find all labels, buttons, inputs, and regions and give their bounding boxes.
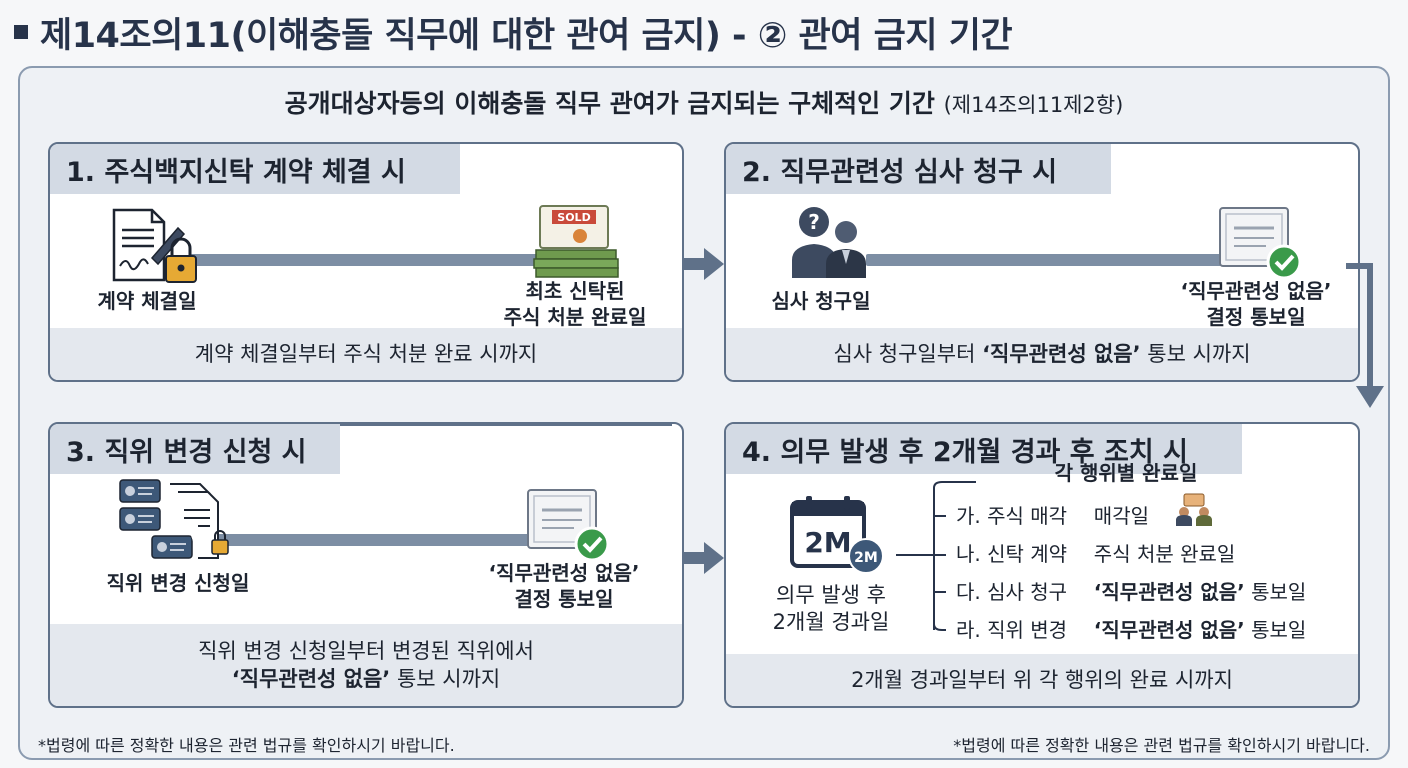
list-item-date-emphasis: ‘직무관련성 없음’ [1093, 580, 1245, 604]
list-item-act: 라. 직위 변경 [956, 618, 1068, 642]
card-heading-rule [340, 424, 672, 426]
list-item-act: 다. 심사 청구 [956, 580, 1068, 604]
subtitle-text: 공개대상자등의 이해충돌 직무 관여가 금지되는 구체적인 기간 [284, 89, 935, 118]
timeline-bar [866, 254, 1266, 266]
end-date-label-line1: 최초 신탁된 [525, 279, 625, 303]
card-heading-text: 1. 주식백지신탁 계약 체결 시 [66, 156, 406, 188]
footnote-right: *법령에 따른 정확한 내용은 관련 법규를 확인하시기 바랍니다. [953, 736, 1370, 755]
end-date-label: ‘직무관련성 없음’ 결정 통보일 [1156, 278, 1356, 330]
calendar-2m-icon: 2M 2M [790, 496, 884, 574]
summary-emphasis: ‘직무관련성 없음’ [982, 341, 1141, 366]
branch-bracket [896, 481, 976, 631]
card-summary: 2개월 경과일부터 위 각 행위의 완료 시까지 [726, 654, 1358, 706]
sold-money-icon: SOLD [533, 205, 619, 278]
summary-prefix: 심사 청구일부터 [833, 341, 983, 366]
badge-text: 2M [854, 550, 878, 566]
start-date-label: 심사 청구일 [771, 289, 871, 313]
list-title: 각 행위별 완료일 [1054, 461, 1198, 485]
contract-lock-icon [112, 208, 197, 283]
certificate-check-icon [527, 489, 610, 562]
list-item: 나. 신탁 계약 주식 처분 완료일 [956, 538, 1235, 567]
completion-list: 가. 주식 매각 매각일 나. 신탁 계약 주식 처분 완료일 다. 심사 청구… [956, 424, 1356, 654]
card-summary-text: 2개월 경과일부터 위 각 행위의 완료 시까지 [851, 667, 1233, 692]
question-people-icon: ? [792, 207, 866, 278]
title-bullet-square [14, 25, 28, 39]
list-item-act: 가. 주식 매각 [956, 504, 1068, 528]
card-heading: 3. 직위 변경 신청 시 [50, 424, 340, 474]
card-heading: 2. 직무관련성 심사 청구 시 [726, 144, 1111, 194]
end-date-label: ‘직무관련성 없음’ 결정 통보일 [464, 560, 664, 612]
calendar-text: 2M [804, 526, 851, 559]
list-item-act: 나. 신탁 계약 [956, 542, 1068, 566]
card-heading-text: 3. 직위 변경 신청 시 [66, 436, 307, 468]
end-date-label-line1: ‘직무관련성 없음’ [488, 561, 640, 585]
card-summary-line1: 직위 변경 신청일부터 변경된 직위에서 [198, 638, 534, 663]
main-subtitle: 공개대상자등의 이해충돌 직무 관여가 금지되는 구체적인 기간 (제14조의1… [0, 84, 1408, 120]
footnote-left: *법령에 따른 정확한 내용은 관련 법규를 확인하시기 바랍니다. [38, 736, 455, 755]
card-summary-text: 계약 체결일부터 주식 처분 완료 시까지 [194, 341, 538, 366]
list-item-date: 주식 처분 완료일 [1093, 542, 1236, 566]
timeline-bar [200, 534, 590, 546]
summary-emphasis: ‘직무관련성 없음’ [231, 667, 391, 691]
card-job-relevance-review: 2. 직무관련성 심사 청구 시 ? 심사 청구일 ‘직무관련성 없음’ 결정 … [724, 142, 1360, 382]
card-summary: 심사 청구일부터 ‘직무관련성 없음’ 통보 시까지 [726, 328, 1358, 380]
list-item: 다. 심사 청구 ‘직무관련성 없음’ 통보일 [956, 576, 1306, 605]
list-item: 라. 직위 변경 ‘직무관련성 없음’ 통보일 [956, 614, 1306, 643]
card-heading: 1. 주식백지신탁 계약 체결 시 [50, 144, 460, 194]
end-date-label: 최초 신탁된 주식 처분 완료일 [480, 278, 670, 330]
card-two-month-action: 4. 의무 발생 후 2개월 경과 후 조치 시 2M 2M 의무 발생 후 2… [724, 422, 1360, 708]
page-title-text: 제14조의11(이해충돌 직무에 대한 관여 금지) - ② 관여 금지 기간 [40, 15, 1013, 56]
card-stock-blind-trust: 1. 주식백지신탁 계약 체결 시 계약 체결일 SOLD 최초 신탁된 주식 … [48, 142, 684, 382]
flow-arrow-right-icon [684, 248, 724, 280]
timeline-bar [190, 254, 580, 266]
flow-arrow-right-icon [684, 542, 724, 574]
end-date-label-line2: 결정 통보일 [514, 587, 614, 611]
flow-arrow-down-icon [1346, 263, 1384, 408]
list-item-date-suffix: 통보일 [1244, 580, 1307, 604]
start-date-label-line1: 의무 발생 후 [776, 583, 886, 607]
end-date-label-line2: 주식 처분 완료일 [503, 305, 647, 329]
card-heading-text: 4. 의무 발생 후 2개월 경과 후 조치 시 [742, 436, 1188, 468]
card-summary-text: 심사 청구일부터 ‘직무관련성 없음’ 통보 시까지 [833, 340, 1250, 368]
end-date-label-line1: ‘직무관련성 없음’ [1180, 279, 1332, 303]
card-summary: 직위 변경 신청일부터 변경된 직위에서 ‘직무관련성 없음’ 통보 시까지 [50, 624, 682, 706]
list-item-date-emphasis: ‘직무관련성 없음’ [1093, 618, 1245, 642]
start-date-label: 계약 체결일 [97, 289, 197, 313]
start-date-label: 직위 변경 신청일 [106, 571, 250, 595]
start-date-label-line2: 2개월 경과일 [772, 610, 890, 635]
card-position-change: 3. 직위 변경 신청 시 직위 변경 신청일 ‘직무관련성 없음’ 결정 통보… [48, 422, 684, 708]
card-heading-text: 2. 직무관련성 심사 청구 시 [742, 156, 1058, 188]
list-item-date: 매각일 [1093, 504, 1149, 528]
start-date-label: 의무 발생 후 2개월 경과일 [746, 582, 916, 637]
subtitle-reference: (제14조의11제2항) [943, 93, 1124, 117]
sold-text: SOLD [557, 211, 590, 224]
id-cards-documents-icon [119, 479, 229, 559]
certificate-check-icon [1219, 207, 1302, 280]
card-summary-line2: ‘직무관련성 없음’ 통보 시까지 [232, 665, 500, 693]
list-item-date-suffix: 통보일 [1244, 618, 1307, 642]
summary-suffix: 통보 시까지 [390, 667, 501, 691]
end-date-label-line2: 결정 통보일 [1206, 305, 1306, 329]
summary-suffix: 통보 시까지 [1140, 341, 1251, 366]
page-title: 제14조의11(이해충돌 직무에 대한 관여 금지) - ② 관여 금지 기간 [14, 6, 1013, 58]
sell-hands-icon [1176, 493, 1212, 526]
question-mark: ? [808, 210, 820, 234]
list-item: 가. 주식 매각 매각일 [956, 500, 1149, 529]
card-heading: 4. 의무 발생 후 2개월 경과 후 조치 시 [726, 424, 1242, 474]
card-summary: 계약 체결일부터 주식 처분 완료 시까지 [50, 328, 682, 380]
